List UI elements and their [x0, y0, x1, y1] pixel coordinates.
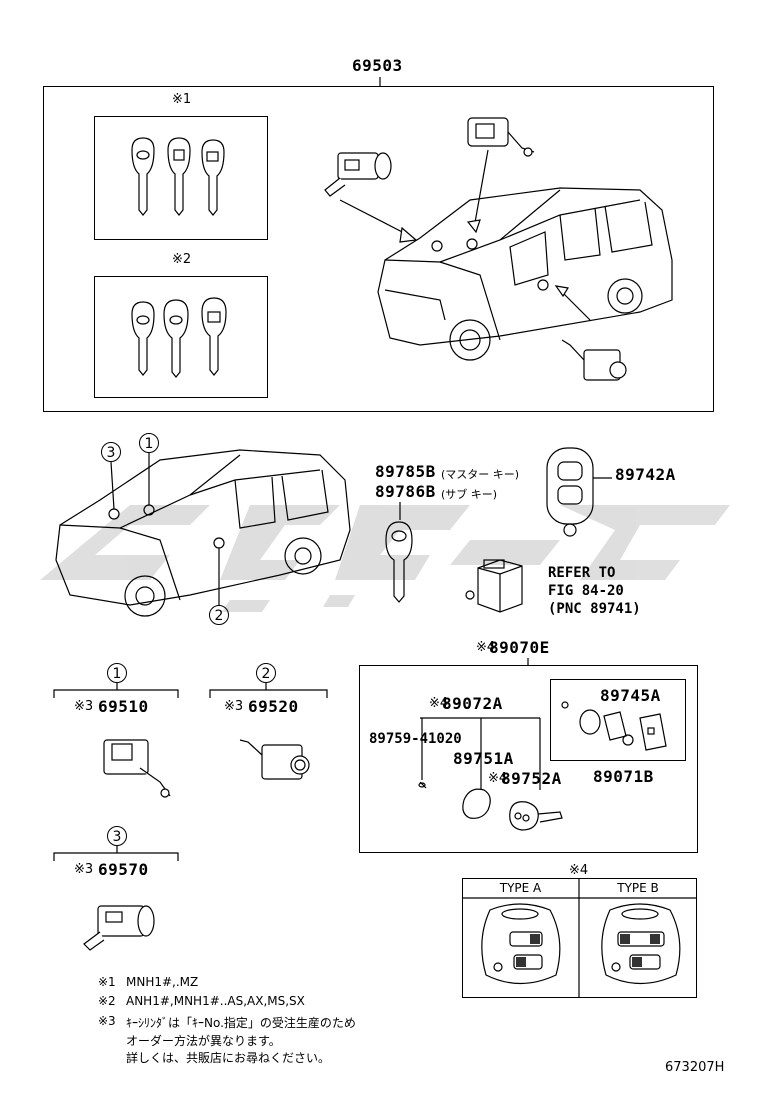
- master-key-part-number: 89785B: [375, 462, 436, 481]
- type-b-label: TYPE B: [617, 881, 659, 895]
- transmitter-kit-part-number: 89070E: [489, 638, 550, 657]
- note-3-text: ｷｰｼﾘﾝﾀﾞは「ｷｰNo.指定」の受注生産のため: [126, 1016, 356, 1030]
- case-part-number: 89071B: [593, 767, 654, 786]
- note-5-text: 詳しくは、共販店にお尋ねください。: [126, 1051, 331, 1065]
- refer-line-1: REFER TO: [548, 565, 616, 581]
- types-mark: ※4: [569, 863, 589, 878]
- note-4-text: オーダー方法が異なります。: [126, 1034, 281, 1048]
- cylinder-2-mark: ※3: [224, 699, 244, 714]
- cylinder-2-circle: 2: [256, 663, 276, 683]
- sub-key-note: (サブ キー): [441, 488, 498, 501]
- cylinder-3-part-number: 69570: [98, 860, 149, 879]
- key-set-1-mark: ※1: [172, 92, 192, 107]
- cylinder-1-circle: 1: [107, 663, 127, 683]
- key-set-2-frame: [94, 276, 268, 398]
- note-1-mark: ※1: [98, 975, 116, 989]
- screw-part-number: 89759-41020: [369, 731, 462, 747]
- cylinder-2-part-number: 69520: [248, 697, 299, 716]
- transmitter-kit-frame: [359, 665, 698, 853]
- refer-line-3: (PNC 89741): [548, 601, 641, 617]
- remote-part-number: 89742A: [615, 465, 676, 484]
- refer-line-2: FIG 84-20: [548, 583, 624, 599]
- transmitter-sub-mark: ※4: [429, 696, 449, 711]
- battery-part-number: 89745A: [600, 686, 661, 705]
- key-set-2-mark: ※2: [172, 252, 192, 267]
- location-marker-1: 1: [139, 433, 159, 453]
- transmitter-kit-mark: ※4: [476, 640, 496, 655]
- sub-key-part-number: 89786B: [375, 482, 436, 501]
- type-a-label: TYPE A: [499, 881, 542, 895]
- cylinder-3-circle: 3: [107, 826, 127, 846]
- cover-part-number: 89751A: [453, 749, 514, 768]
- note-3-mark: ※3: [98, 1014, 116, 1028]
- note-2-text: ANH1#,MNH1#..AS,AX,MS,SX: [126, 994, 305, 1008]
- top-group-part-number: 69503: [352, 56, 403, 75]
- note-2-mark: ※2: [98, 994, 116, 1008]
- location-marker-2: 2: [209, 605, 229, 625]
- cylinder-3-mark: ※3: [74, 862, 94, 877]
- figure-number: 673207H: [665, 1060, 725, 1075]
- transmitter-sub-part-number: 89072A: [442, 694, 503, 713]
- transmitter-key-mark: ※4: [488, 771, 508, 786]
- cylinder-1-mark: ※3: [74, 699, 94, 714]
- location-marker-3: 3: [101, 442, 121, 462]
- master-key-note: (マスター キー): [441, 468, 520, 481]
- note-1-text: MNH1#,.MZ: [126, 975, 199, 989]
- battery-case-frame: [550, 679, 686, 761]
- top-group-frame: [43, 86, 714, 412]
- cylinder-1-part-number: 69510: [98, 697, 149, 716]
- transmitter-key-part-number: 89752A: [501, 769, 562, 788]
- key-set-1-frame: [94, 116, 268, 240]
